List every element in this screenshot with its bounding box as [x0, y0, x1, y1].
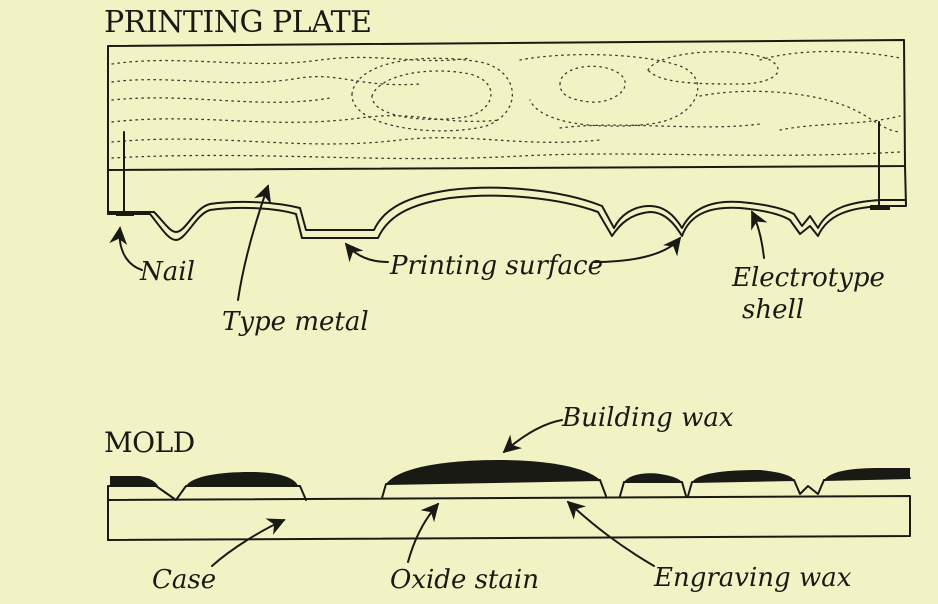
electrotype-shell-arrow [751, 210, 768, 259]
type-metal-label: Type metal [222, 307, 369, 337]
electrotype-label-line1: Electrotype [731, 263, 885, 293]
printing-plate-title: PRINTING PLATE [104, 5, 372, 40]
printing-surface-label: Printing surface [389, 251, 603, 281]
building-wax [110, 460, 910, 486]
engraving-wax-arrow [566, 500, 655, 567]
type-metal-arrow [237, 184, 272, 301]
case-label: Case [152, 565, 216, 595]
electrotype-label-line2: shell [742, 295, 804, 325]
case-arrow [211, 518, 286, 567]
nail-right [870, 121, 890, 210]
printing-surface-arrow-left [344, 242, 389, 263]
mold-title: MOLD [104, 426, 195, 459]
building-wax-label: Building wax [561, 403, 734, 433]
printing-surface-arrow-right [593, 236, 682, 263]
building-wax-arrow [502, 419, 563, 454]
type-metal-layer [107, 165, 907, 241]
nail-left [116, 131, 134, 216]
wood-block [107, 39, 906, 171]
oxide-stain-label: Oxide stain [390, 565, 539, 595]
electrotype-shell [107, 186, 907, 233]
oxide-stain-arrow [407, 502, 440, 563]
nail-arrow [109, 226, 143, 271]
mold-case [107, 495, 911, 541]
engraving-wax-label: Engraving wax [653, 563, 852, 593]
nail-label: Nail [139, 257, 195, 287]
